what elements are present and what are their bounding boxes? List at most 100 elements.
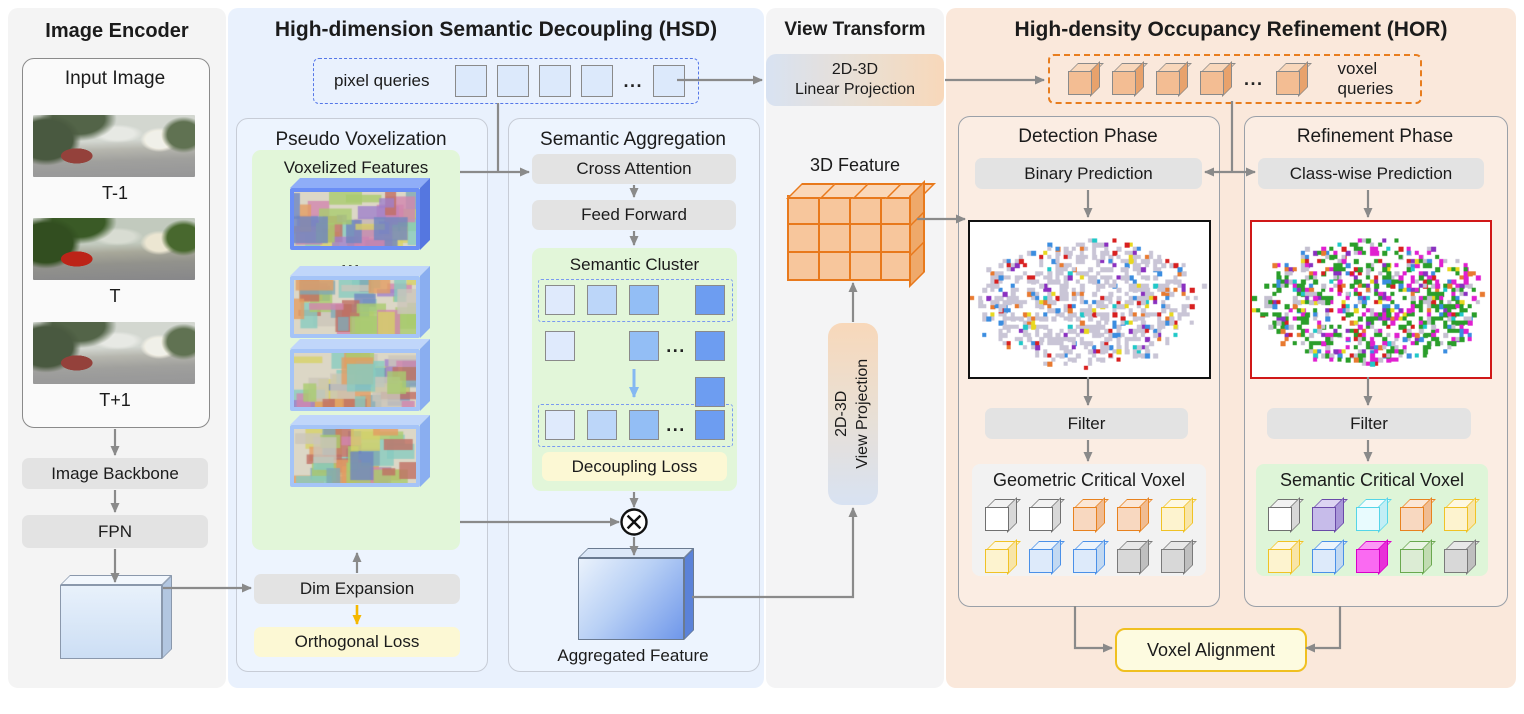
dim-expansion-box: Dim Expansion	[254, 574, 460, 604]
pixel-query-token	[455, 65, 488, 97]
voxel-cube-blue	[1029, 539, 1065, 575]
geometric-critical-voxel-box: Geometric Critical Voxel	[972, 464, 1206, 576]
cluster-square	[545, 285, 575, 315]
frame-label-t-plus-1: T+1	[99, 389, 131, 410]
hsd-title: High-dimension Semantic Decoupling (HSD)	[274, 18, 718, 41]
voxel-cube-gray	[1161, 539, 1197, 575]
voxel-cube-blue	[1312, 539, 1348, 575]
voxel-cube-green	[1400, 539, 1436, 575]
image-backbone-box: Image Backbone	[22, 458, 208, 489]
view-transform-title: View Transform	[784, 19, 926, 40]
geometric-critical-voxel-cubes	[972, 491, 1206, 575]
image-feature-box	[60, 585, 162, 659]
semantic-critical-voxel-cubes	[1256, 491, 1488, 575]
frame-label-t-minus-1: T-1	[101, 182, 128, 203]
cluster-ellipsis: ...	[666, 414, 686, 435]
voxel-cube-gray	[1444, 539, 1480, 575]
class-wise-prediction-box: Class-wise Prediction	[1258, 158, 1484, 189]
fpn-box: FPN	[22, 515, 208, 548]
geometric-critical-voxel-title: Geometric Critical Voxel	[992, 470, 1186, 490]
cluster-square	[545, 331, 575, 361]
pixel-query-token	[581, 65, 614, 97]
semantic-critical-voxel-title: Semantic Critical Voxel	[1279, 470, 1465, 490]
voxel-cube-voxq	[1156, 61, 1192, 97]
aggregated-feature-box	[578, 558, 684, 640]
cluster-square	[629, 410, 659, 440]
detection-filter-box: Filter	[985, 408, 1188, 439]
cluster-square	[695, 285, 725, 315]
voxel-cube-yellow	[1268, 539, 1304, 575]
voxel-cube-magenta	[1356, 539, 1392, 575]
camera-frame-t-minus-1	[33, 115, 195, 177]
cluster-square	[629, 331, 659, 361]
pixel-queries-box: pixel queries ...	[313, 58, 699, 104]
refinement-filter-box: Filter	[1267, 408, 1471, 439]
voxel-cube-voxq	[1068, 61, 1104, 97]
aggregated-feature-label: Aggregated Feature	[557, 646, 709, 665]
linear-projection-box: 2D-3D Linear Projection	[766, 54, 944, 106]
semantic-critical-voxel-box: Semantic Critical Voxel	[1256, 464, 1488, 576]
hor-title: High-density Occupancy Refinement (HOR)	[1014, 18, 1448, 41]
voxel-alignment-box: Voxel Alignment	[1115, 628, 1307, 672]
camera-frame-t	[33, 218, 195, 280]
refinement-phase-title: Refinement Phase	[1296, 126, 1454, 147]
image-encoder-title: Image Encoder	[45, 19, 189, 42]
voxel-cube-orange	[1073, 497, 1109, 533]
pixel-query-token	[652, 65, 685, 97]
voxel-cube-voxq	[1112, 61, 1148, 97]
pixel-query-token	[497, 65, 530, 97]
cluster-square	[587, 285, 617, 315]
view-projection-box: 2D-3D View Projection	[828, 323, 878, 505]
view-projection-line2: View Projection	[854, 359, 872, 469]
voxel-cube-blue	[1073, 539, 1109, 575]
view-projection-line1: 2D-3D	[833, 390, 851, 438]
voxel-cube-voxq	[1200, 61, 1236, 97]
voxel-queries-label: voxel queries	[1337, 59, 1394, 98]
semantic-occupancy-image	[1250, 220, 1492, 379]
voxelized-feature-image	[290, 276, 420, 338]
voxel-cube-yellow	[1161, 497, 1197, 533]
pixel-queries-ellipsis: ...	[623, 70, 643, 91]
pseudo-voxelization-title: Pseudo Voxelization	[275, 129, 447, 150]
voxel-query-tokens	[1068, 61, 1236, 97]
voxel-cube-cyan	[1356, 497, 1392, 533]
camera-frame-t-plus-1	[33, 322, 195, 384]
feed-forward-box: Feed Forward	[532, 200, 736, 230]
cluster-ellipsis: ...	[666, 335, 686, 356]
input-image-title: Input Image	[64, 68, 166, 89]
voxel-cube-yellow	[985, 539, 1021, 575]
voxel-query-token	[1275, 61, 1312, 97]
voxel-cube-white	[985, 497, 1021, 533]
3d-feature-cube	[786, 180, 936, 288]
linear-projection-line1: 2D-3D	[831, 61, 879, 78]
cluster-row-dashed-top	[538, 279, 733, 322]
voxel-queries-box: ... voxel queries	[1048, 54, 1422, 104]
pixel-query-token	[539, 65, 572, 97]
cluster-square	[695, 331, 725, 361]
detection-phase-title: Detection Phase	[1018, 126, 1158, 147]
voxelized-feature-image	[290, 188, 420, 250]
voxelized-feature-image	[290, 425, 420, 487]
voxel-cube-purple	[1312, 497, 1348, 533]
voxel-cube-gray	[1117, 539, 1153, 575]
voxelized-feature-image	[290, 349, 420, 411]
voxel-queries-ellipsis: ...	[1244, 68, 1264, 89]
semantic-aggregation-title: Semantic Aggregation	[540, 129, 726, 150]
linear-projection-line2: Linear Projection	[794, 81, 916, 98]
pixel-queries-label: pixel queries	[334, 71, 430, 90]
cluster-square	[695, 410, 725, 440]
3d-feature-label: 3D Feature	[809, 154, 901, 175]
3d-feature-cube-side	[909, 180, 925, 288]
binary-occupancy-image	[968, 220, 1211, 379]
voxel-cube-yellow	[1444, 497, 1480, 533]
cross-attention-box: Cross Attention	[532, 154, 736, 184]
orthogonal-loss-box: Orthogonal Loss	[254, 627, 460, 657]
voxel-cube-voxq	[1275, 61, 1312, 97]
cluster-square	[587, 410, 617, 440]
voxel-cube-white	[1268, 497, 1304, 533]
cluster-square	[545, 410, 575, 440]
3d-feature-cube-front	[787, 195, 913, 281]
voxel-cube-white	[1029, 497, 1065, 533]
binary-prediction-box: Binary Prediction	[975, 158, 1202, 189]
